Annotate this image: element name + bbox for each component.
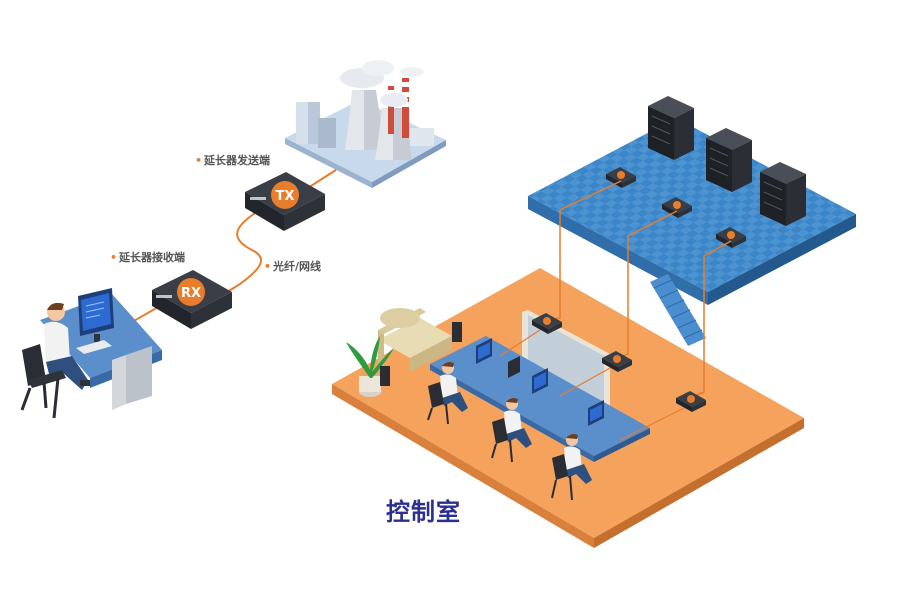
operator-workstation [20, 288, 162, 419]
operator-icon [491, 398, 532, 463]
room-title: 控制室 [386, 498, 461, 526]
fiber-label-text: 光纤/网线 [273, 260, 322, 273]
server-rack-icon [706, 128, 752, 192]
monitor-icon [508, 356, 520, 378]
extender-box-icon [602, 351, 632, 372]
rx-extender-box: RX [152, 270, 232, 329]
monitor-icon [588, 400, 604, 426]
plant-icon [346, 336, 394, 397]
extender-box-icon [606, 167, 636, 188]
monitor-icon [532, 368, 548, 394]
tx-extender-box: TX [245, 172, 325, 231]
operator-icon [44, 302, 90, 390]
server-room [528, 96, 856, 346]
power-plant-icon [285, 60, 446, 188]
extender-box-icon [532, 313, 562, 334]
chair-icon [20, 344, 66, 419]
server-rack-icon [760, 162, 806, 226]
extender-box-icon [716, 227, 746, 248]
bullet-icon: • [195, 154, 203, 167]
tx-label: •延长器发送端 [195, 152, 270, 168]
tx-label-text: 延长器发送端 [204, 154, 271, 167]
fiber-label: •光纤/网线 [264, 258, 321, 274]
extender-box-icon [662, 197, 692, 218]
rx-badge-icon [177, 278, 205, 306]
control-room [332, 180, 804, 548]
pc-tower-icon [380, 366, 390, 386]
monitor-icon [476, 338, 492, 364]
pc-tower-icon [452, 322, 462, 342]
operator-icon [551, 434, 592, 501]
operator-icon [427, 362, 468, 425]
cable-tx-plant [307, 169, 337, 189]
rx-badge-text: RX [181, 286, 201, 301]
tx-badge-text: TX [276, 189, 295, 204]
cable-fiber [223, 209, 263, 295]
bullet-icon: • [264, 260, 272, 273]
bullet-icon: • [110, 251, 118, 264]
rx-label: •延长器接收端 [110, 249, 185, 265]
rx-label-text: 延长器接收端 [119, 251, 186, 264]
monitor-icon [78, 288, 114, 342]
server-rack-icon [648, 96, 694, 160]
tx-badge-icon [271, 181, 299, 209]
sofa-icon [378, 308, 452, 372]
extender-box-icon [676, 391, 706, 412]
